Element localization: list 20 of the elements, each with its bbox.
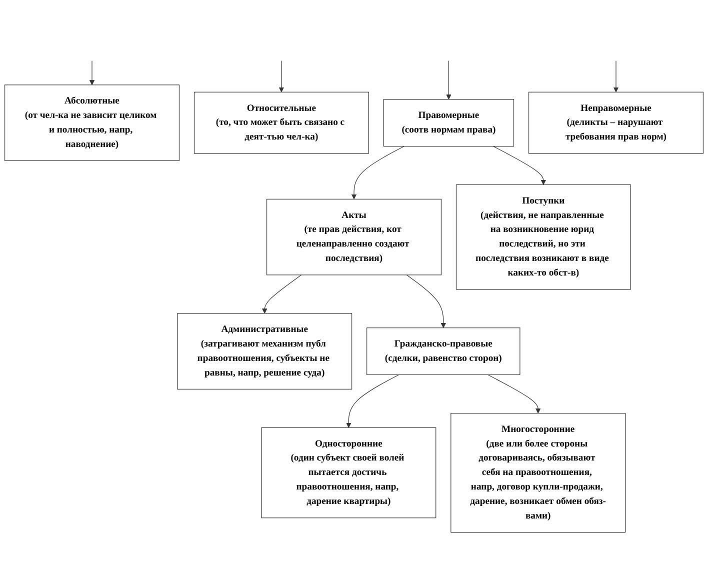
arrow [446, 61, 452, 100]
arrow [406, 275, 446, 329]
arrow [613, 61, 619, 93]
node-box: Относительные (то, что может быть связано с деят-тью чел-ка) [194, 92, 369, 154]
node-box: Правомерные (соотв нормам права) [383, 99, 514, 147]
arrow [351, 146, 404, 200]
arrow [492, 146, 546, 186]
node-box: Поступки (действия, не направленные на возникновение юрид последствий, но эти последствия возникают в виде каких-то обст-в) [456, 184, 631, 290]
node-box: Гражданско-правовые (сделки, равенство сторон) [366, 328, 520, 376]
arrow [346, 374, 400, 428]
arrow [262, 275, 302, 314]
node-box: Многосторонние (две или более стороны договариваясь, обязывают себя на правоотношения, напр, договор купли-продажи, дарение, возникает обмен обяз-вами) [450, 413, 626, 534]
node-box: Неправомерные (деликты – нарушают требования прав норм) [528, 92, 704, 154]
node-box: Административные (затрагивают механизм публ правоотношения, субъекты не равны, напр, решение суда) [177, 314, 352, 390]
node-box: Односторонние (один субъект своей волей пытается достичь правоотношения, напр, дарение квартиры) [261, 428, 436, 519]
arrow [278, 61, 284, 93]
arrow [89, 61, 95, 86]
node-box: Акты (те прав действия, кот целенаправленно создают последствия) [266, 199, 442, 276]
arrow [488, 374, 541, 414]
node-box: Абсолютные (от чел-ка не зависит целиком и полностью, напр, наводнение) [4, 85, 180, 162]
